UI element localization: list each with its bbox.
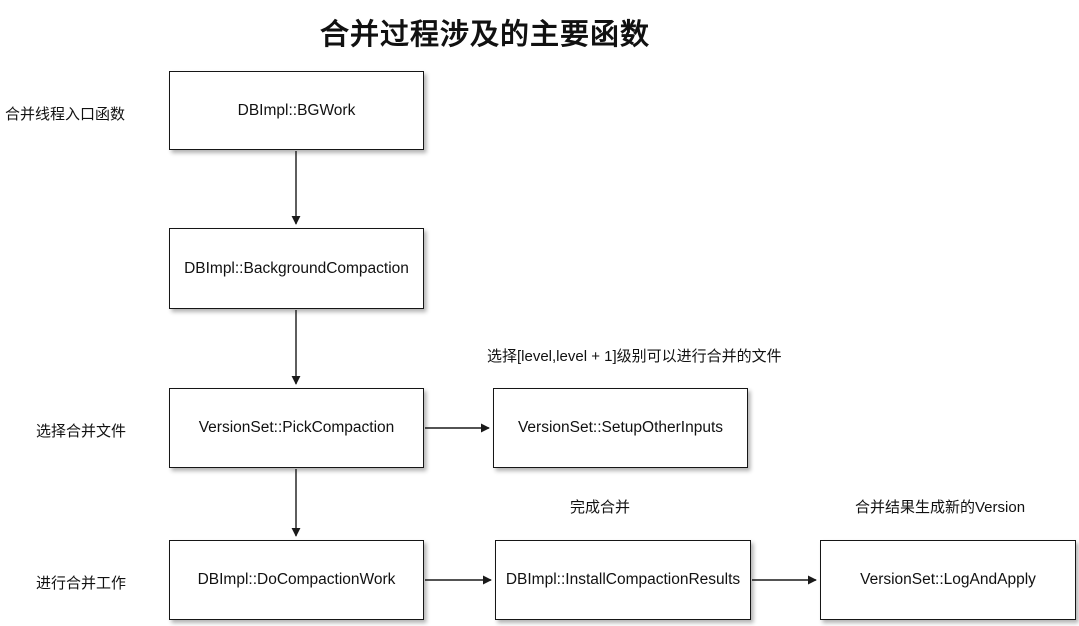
node-log-and-apply: VersionSet::LogAndApply <box>820 540 1076 620</box>
row-label-do-compaction: 进行合并工作 <box>36 575 127 592</box>
node-background-compaction: DBImpl::BackgroundCompaction <box>169 228 424 309</box>
node-bgwork-label: DBImpl::BGWork <box>237 101 356 119</box>
node-background-compaction-label: DBImpl::BackgroundCompaction <box>184 259 409 277</box>
node-do-compaction-work-label: DBImpl::DoCompactionWork <box>197 571 396 588</box>
node-install-compaction-results: DBImpl::InstallCompactionResults <box>495 540 751 620</box>
node-bgwork: DBImpl::BGWork <box>169 71 424 150</box>
node-log-and-apply-label: VersionSet::LogAndApply <box>860 571 1036 588</box>
node-install-compaction-results-label: DBImpl::InstallCompactionResults <box>505 571 741 588</box>
annotation-setup-other-inputs: 选择[level,level + 1]级别可以进行合并的文件 <box>487 348 782 365</box>
node-pick-compaction-label: VersionSet::PickCompaction <box>198 419 395 436</box>
diagram-title: 合并过程涉及的主要函数 <box>319 19 650 51</box>
annotation-finish-compaction: 完成合并 <box>570 499 631 516</box>
node-setup-other-inputs: VersionSet::SetupOtherInputs <box>493 388 748 468</box>
row-label-pick-files: 选择合并文件 <box>36 423 127 440</box>
node-do-compaction-work: DBImpl::DoCompactionWork <box>169 540 424 620</box>
row-label-thread-entry: 合并线程入口函数 <box>5 106 126 123</box>
node-pick-compaction: VersionSet::PickCompaction <box>169 388 424 468</box>
annotation-new-version: 合并结果生成新的Version <box>855 499 1026 516</box>
node-setup-other-inputs-label: VersionSet::SetupOtherInputs <box>517 419 724 436</box>
